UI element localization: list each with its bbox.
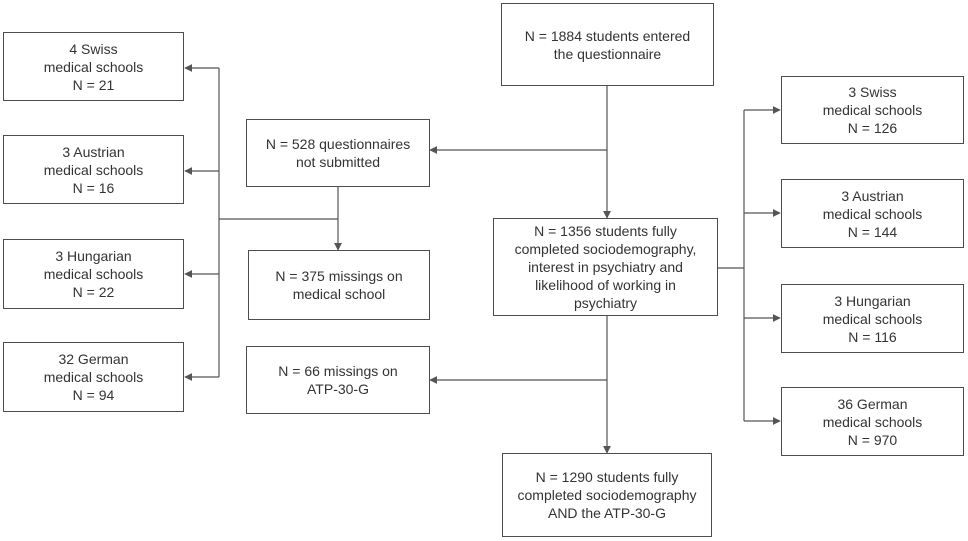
node-completed-line-4: likelihood of working in	[535, 277, 676, 293]
node-not-submitted-line-2: not submitted	[295, 154, 381, 170]
node-left-swiss-line-1: 4 Swiss	[69, 40, 118, 57]
node-left-austrian-line-3: N = 16	[72, 179, 115, 196]
node-missing-atp-line-2: ATP-30-G	[307, 381, 369, 397]
node-missing-atp: N = 66 missings on ATP-30-G	[246, 346, 430, 414]
node-right-austrian-line-1: 3 Austrian	[841, 187, 904, 204]
node-missing-atp-line-1: N = 66 missings on	[278, 363, 398, 379]
node-left-austrian: 3 Austrian medical schools N = 16	[3, 135, 184, 204]
node-completed-line-3: interest in psychiatry and	[528, 259, 683, 275]
node-left-hungarian-line-3: N = 22	[72, 284, 115, 300]
node-final-line-2: completed sociodemography	[517, 487, 697, 503]
node-left-swiss-line-3: N = 21	[72, 76, 115, 93]
node-completed-socio: N = 1356 students fully completed sociod…	[493, 218, 718, 316]
node-right-german-line-1: 36 German	[837, 395, 908, 412]
node-left-hungarian-line-2: medical schools	[43, 266, 144, 282]
node-right-austrian-line-2: medical schools	[822, 205, 923, 222]
node-right-swiss-line-1: 3 Swiss	[848, 84, 897, 100]
node-completed-line-2: completed sociodemography,	[514, 241, 697, 257]
node-right-german-line-2: medical schools	[822, 413, 923, 430]
node-left-austrian-line-1: 3 Austrian	[62, 143, 125, 160]
node-left-swiss: 4 Swiss medical schools N = 21	[3, 32, 184, 101]
node-left-german-line-2: medical schools	[43, 369, 144, 385]
node-right-austrian-line-3: N = 144	[847, 223, 898, 240]
node-right-hungarian: 3 Hungarian medical schools N = 116	[781, 284, 964, 353]
node-left-german-line-3: N = 94	[72, 387, 115, 403]
node-right-hungarian-line-3: N = 116	[848, 328, 897, 345]
node-entered: N = 1884 students entered the questionna…	[501, 3, 714, 86]
node-entered-line-2: the questionnaire	[553, 45, 662, 62]
node-left-swiss-line-2: medical schools	[43, 58, 144, 75]
node-left-hungarian: 3 Hungarian medical schools N = 22	[3, 239, 184, 309]
node-right-german-line-3: N = 970	[847, 431, 898, 448]
node-right-austrian: 3 Austrian medical schools N = 144	[781, 179, 964, 248]
node-right-hungarian-line-2: medical schools	[822, 310, 923, 327]
node-left-german-line-1: 32 German	[58, 351, 129, 367]
node-final-line-3: AND the ATP-30-G	[547, 505, 666, 521]
node-missing-school-line-2: medical school	[292, 286, 386, 302]
node-right-german: 36 German medical schools N = 970	[781, 387, 964, 456]
node-final-line-1: N = 1290 students fully	[535, 469, 679, 485]
node-left-hungarian-line-1: 3 Hungarian	[55, 248, 132, 264]
node-left-german: 32 German medical schools N = 94	[3, 342, 184, 412]
node-left-austrian-line-2: medical schools	[43, 161, 144, 178]
node-final: N = 1290 students fully completed sociod…	[502, 453, 712, 537]
node-entered-line-1: N = 1884 students entered	[524, 27, 691, 44]
node-right-hungarian-line-1: 3 Hungarian	[834, 292, 911, 309]
node-not-submitted: N = 528 questionnaires not submitted	[246, 119, 430, 187]
node-missing-school: N = 375 missings on medical school	[248, 250, 430, 320]
node-not-submitted-line-1: N = 528 questionnaires	[265, 136, 411, 152]
node-right-swiss-line-3: N = 126	[847, 120, 898, 136]
node-right-swiss-line-2: medical schools	[822, 102, 923, 118]
node-missing-school-line-1: N = 375 missings on	[275, 268, 403, 284]
node-right-swiss: 3 Swiss medical schools N = 126	[781, 76, 964, 144]
node-completed-line-1: N = 1356 students fully	[534, 223, 677, 239]
node-completed-line-5: psychiatry	[573, 295, 638, 311]
